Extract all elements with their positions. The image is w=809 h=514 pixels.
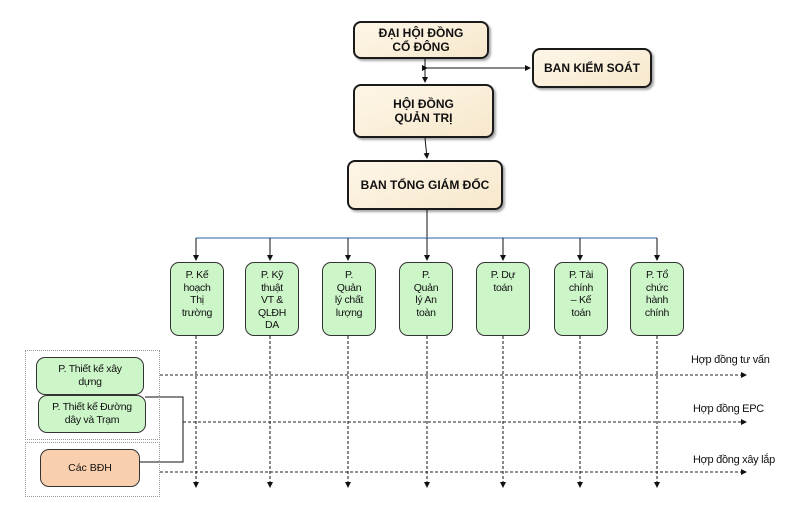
contract-label-construction: Hợp đồng xây lắp xyxy=(693,454,775,466)
bracket-connector xyxy=(140,396,184,463)
department-box: P. Quản lý An toàn xyxy=(399,262,453,336)
thiet-ke-xay-dung-box: P. Thiết kế xây dựng xyxy=(36,357,144,395)
department-box: P. Quản lý chất lượng xyxy=(322,262,376,336)
department-box: P. Kế hoạch Thị trường xyxy=(170,262,224,336)
dai-hoi-dong-co-dong-box: ĐẠI HỘI ĐỒNG CỔ ĐÔNG xyxy=(353,21,489,59)
department-box: P. Kỹ thuật VT & QLĐH DA xyxy=(245,262,299,336)
connector-hdqt-btgd xyxy=(423,137,430,159)
ban-kiem-soat-box: BAN KIỂM SOÁT xyxy=(532,48,652,88)
contract-label-consulting: Hợp đồng tư vấn xyxy=(691,354,770,366)
department-box: P. Dự toán xyxy=(476,262,530,336)
cac-bdh-box: Các BĐH xyxy=(40,449,140,487)
department-box: P. Tài chính – Kế toán xyxy=(554,262,608,336)
contract-label-epc: Hợp đồng EPC xyxy=(693,403,764,415)
thiet-ke-duong-day-tram-box: P. Thiết kế Đường dây và Trạm xyxy=(38,395,146,433)
bdh-group xyxy=(25,442,160,497)
ban-tong-giam-doc-box: BAN TỔNG GIÁM ĐỐC xyxy=(347,160,503,210)
hoi-dong-quan-tri-box: HỘI ĐỒNG QUẢN TRỊ xyxy=(353,84,494,138)
department-box: P. Tổ chức hành chính xyxy=(630,262,684,336)
design-group xyxy=(25,350,160,440)
